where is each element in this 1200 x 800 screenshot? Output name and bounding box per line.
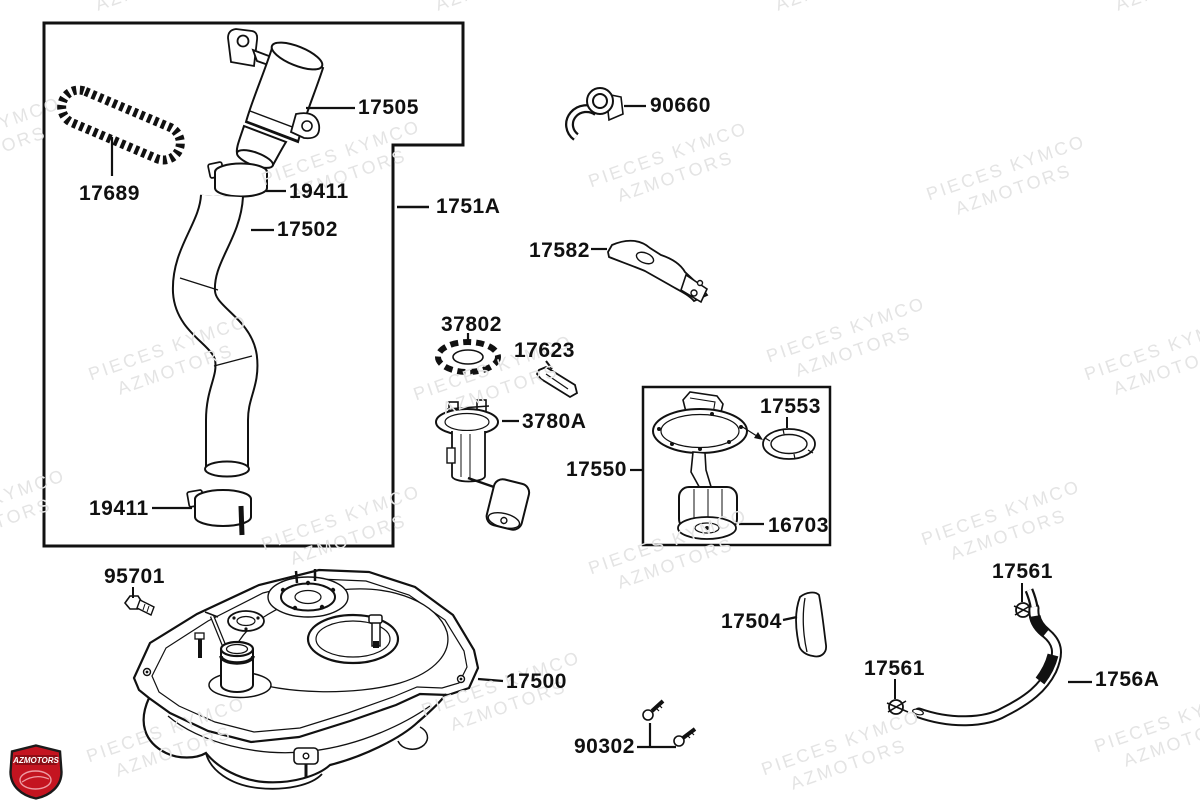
clip-17623-art [535,360,579,399]
pad-17504-art [782,591,827,658]
part-label-17505: 17505 [358,96,419,119]
corrugated-tube-art [57,85,185,176]
part-label-17582: 17582 [529,239,590,262]
part-label-17550: 17550 [566,458,627,481]
part-label-17504: 17504 [721,610,782,633]
part-label-1751A: 1751A [436,195,501,218]
part-label-17623: 17623 [514,339,575,362]
bracket-17582-art [591,239,709,304]
part-label-90302: 90302 [574,735,635,758]
fuel-sender-art [435,399,531,531]
part-label-19411-lower: 19411 [89,497,149,520]
part-label-17561-left: 17561 [864,657,925,680]
fuel-hose-art [912,588,1092,727]
filler-neck-art [227,28,355,169]
bolt-95701-art [123,587,155,616]
part-label-3780A: 3780A [522,410,587,433]
gasket-17553-art [740,417,816,460]
part-label-17553: 17553 [760,395,821,418]
inset-box-1751A [42,21,465,548]
fuel-tank-art [132,568,504,790]
part-label-17689: 17689 [79,182,140,205]
part-label-17561-right: 17561 [992,560,1053,583]
part-label-17502: 17502 [277,218,338,241]
clamp-19411-upper-art [207,161,286,198]
clamp-19411-lower-art [152,489,252,536]
fuel-filler-tube-art [171,193,274,478]
pump-box [630,385,832,547]
part-label-37802: 37802 [441,313,502,336]
part-label-19411-upper: 19411 [289,180,349,203]
part-label-1756A: 1756A [1095,668,1160,691]
fuel-pump-art [652,391,764,540]
gasket-37802-art [435,333,501,375]
part-label-17500: 17500 [506,670,567,693]
azmotors-logo: AZMOTORS [8,744,64,800]
logo-text: AZMOTORS [12,756,59,765]
part-label-95701: 95701 [104,565,165,588]
part-label-90660: 90660 [650,94,711,117]
part-label-16703: 16703 [768,514,829,537]
azmotors-shield-icon: AZMOTORS [9,744,63,800]
clamp-90660-art [565,87,646,141]
clip-17561-left-art [886,679,909,715]
screws-90302-art [637,699,697,749]
